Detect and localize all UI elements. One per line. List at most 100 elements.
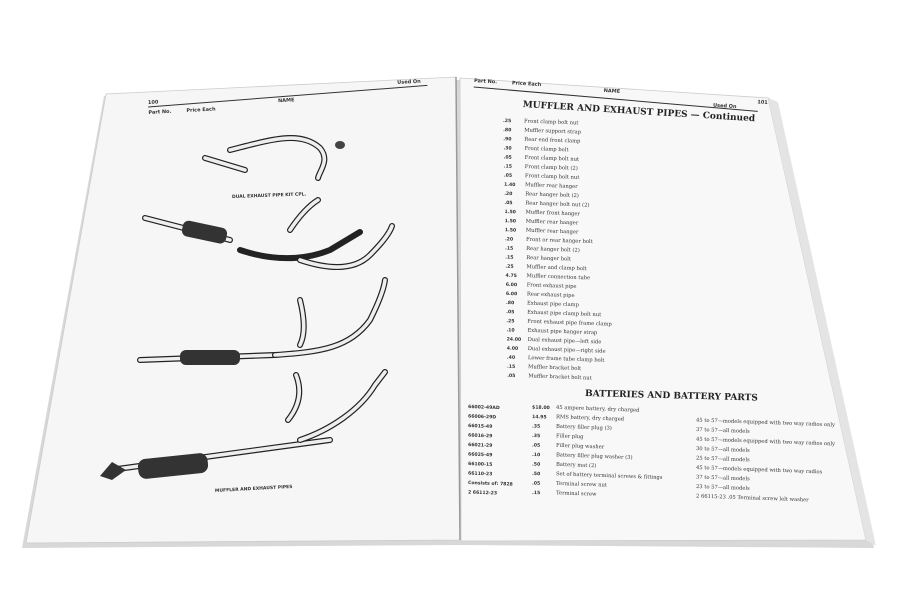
row-price: .90: [503, 136, 511, 142]
row-name: Muffler connection tube: [526, 273, 590, 281]
row-price: .20: [504, 191, 512, 197]
row-price: .25: [505, 264, 513, 270]
row-price: 24.00: [507, 336, 522, 343]
row-name: Terminal screw nut: [556, 481, 608, 489]
row-name: Filler plug: [556, 433, 584, 440]
row-part-no: 66015-49: [468, 423, 492, 430]
row-price: 14.95: [532, 414, 547, 421]
right-header-used-on: Used On: [713, 103, 737, 110]
right-header-price: Price Each: [512, 80, 542, 88]
row-used-on: 37 to 57—all models: [696, 475, 750, 483]
row-name: Set of battery terminal screws & fitting…: [556, 471, 663, 481]
row-part-no: 66100-15: [468, 461, 492, 468]
row-name: Battery mat (2): [556, 461, 597, 469]
row-name: Battery filler plug (3): [556, 423, 612, 432]
row-price: .05: [532, 481, 540, 487]
row-name: Muffler rear hanger: [526, 219, 579, 227]
row-used-on: 23 to 57—all models: [696, 484, 750, 492]
row-price: .15: [505, 245, 513, 251]
row-name: Muffler bracket bolt nut: [528, 373, 593, 381]
row-name: Front clamp bolt nut: [525, 155, 581, 163]
row-price: .40: [507, 355, 515, 361]
row-price: .05: [532, 443, 540, 449]
row-price: .05: [506, 309, 514, 315]
row-price: .20: [505, 236, 513, 242]
row-name: Muffler front hanger: [525, 210, 580, 218]
row-used-on: 45 to 57—models equipped with two way ra…: [696, 418, 835, 429]
row-price: .50: [532, 462, 540, 468]
row-name: Exhaust pipe clamp: [527, 301, 580, 309]
caption-dual-exhaust-kit: DUAL EXHAUST PIPE KIT CPL.: [232, 191, 307, 200]
row-part-no: 66110-23: [468, 471, 492, 478]
section-title-batteries: BATTERIES AND BATTERY PARTS: [585, 389, 758, 404]
row-price: 4.00: [507, 346, 519, 352]
row-name: Muffler support strap: [524, 128, 582, 136]
row-price: 4.75: [505, 273, 517, 279]
row-name: Rear hanger bolt: [526, 255, 572, 263]
row-price: .15: [507, 364, 515, 370]
right-header-part-no: Part No.: [474, 78, 497, 85]
row-name: Terminal screw: [556, 490, 597, 497]
row-name: Dual exhaust pipe—right side: [528, 346, 606, 355]
row-name: Rear hanger bolt nut (2): [525, 199, 589, 208]
row-part-no: 2 66112-23: [468, 490, 497, 497]
row-name: Muffler and clamp bolt: [526, 264, 587, 272]
row-name: Rear hanger bolt (2): [525, 190, 579, 199]
right-page: Part No. Price Each NAME Used On 101 MUF…: [459, 77, 876, 546]
right-header-name: NAME: [604, 88, 621, 95]
row-price: .80: [506, 300, 514, 306]
row-name: Rear end front clamp: [524, 137, 581, 145]
row-price: 1.40: [504, 182, 516, 188]
left-page: 100 Part No. Price Each NAME Used On DUA…: [25, 76, 461, 544]
row-price: .05: [504, 154, 512, 160]
row-price: .05: [507, 373, 515, 379]
row-price: .10: [532, 452, 540, 458]
row-name: Front clamp bolt (2): [525, 163, 578, 172]
exhaust-illustration: DUAL EXHAUST PIPE KIT CPL. MUFFLER AND E…: [100, 135, 395, 494]
row-used-on: 25 to 57—all models: [696, 456, 750, 464]
row-name: Front exhaust pipe frame clamp: [527, 319, 612, 328]
row-part-no: 66025-49: [468, 452, 492, 459]
row-name: Lower frame tube clamp bolt: [528, 355, 606, 364]
row-used-on: 45 to 57—models equipped with two way ra…: [696, 437, 835, 448]
row-part-no: 66016-29: [468, 433, 492, 440]
row-price: 6.00: [506, 282, 518, 288]
left-header-price: Price Each: [186, 106, 216, 114]
row-used-on: 45 to 57—models equipped with two way ra…: [696, 465, 823, 475]
row-price: .15: [505, 255, 513, 261]
row-name: Front clamp bolt nut: [525, 173, 581, 181]
row-name: RMS battery, dry charged: [556, 414, 625, 422]
row-name: Front exhaust pipe: [527, 282, 577, 290]
row-price: .25: [506, 318, 514, 324]
caption-muffler-exhaust: MUFFLER AND EXHAUST PIPES: [215, 484, 293, 494]
row-name: Front clamp bolt nut: [524, 119, 580, 127]
row-used-on: 37 to 57—all models: [696, 427, 750, 435]
row-name: Rear exhaust pipe: [527, 291, 575, 299]
row-name: Exhaust pipe hanger strap: [527, 328, 598, 336]
row-name: 45 ampere battery, dry charged: [556, 405, 640, 414]
row-name: Dual exhaust pipe—left side: [528, 337, 602, 346]
row-used-on: 2 66115-23 .05 Terminal screw lelt washe…: [696, 494, 809, 504]
row-name: Muffler bracket bolt: [528, 364, 582, 372]
row-part-no: 66006-29D: [468, 414, 496, 421]
row-price: .15: [504, 164, 512, 170]
row-name: Battery filler plug washer (3): [556, 451, 633, 461]
row-name: Exhaust pipe clamp bolt nut: [527, 310, 602, 319]
row-name: Filler plug washer: [556, 443, 605, 451]
left-header-name: NAME: [278, 97, 295, 104]
row-name: Front clamp bolt: [524, 146, 569, 154]
row-price: .25: [503, 118, 511, 124]
left-header-used-on: Used On: [397, 79, 421, 86]
row-price: .35: [532, 424, 540, 430]
row-part-no: Consists of: 7828: [468, 480, 513, 488]
row-price: .05: [504, 200, 512, 206]
row-price: .05: [504, 173, 512, 179]
row-price: .10: [506, 327, 514, 333]
row-name: Muffler rear hanger: [525, 182, 578, 190]
row-price: 1.50: [505, 218, 517, 224]
row-price: .50: [532, 471, 540, 477]
row-price: $18.00: [532, 405, 550, 412]
row-used-on: 30 to 57—all models: [696, 446, 750, 454]
